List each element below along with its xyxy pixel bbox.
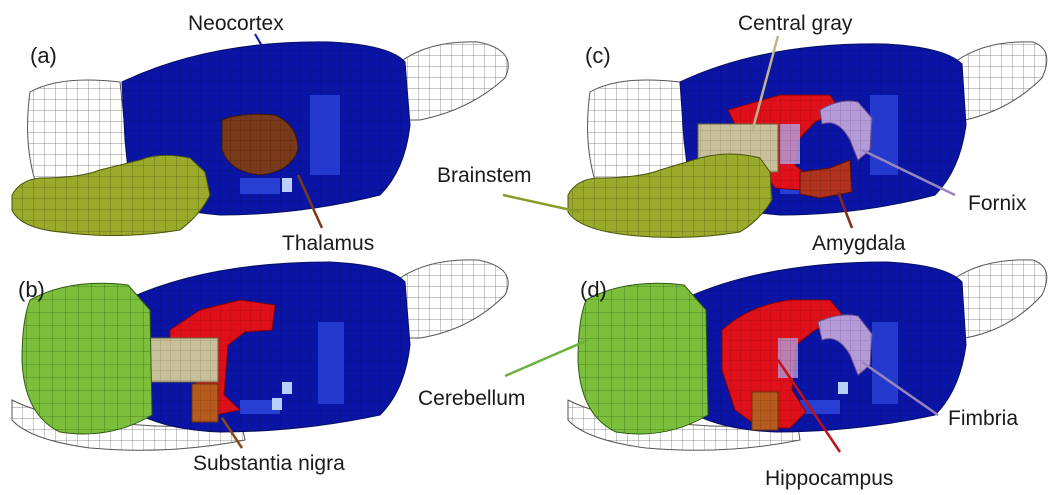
- brainstem-leader: [502, 193, 581, 214]
- substantia-nigra-region: [191, 383, 219, 423]
- thalamus-leader: [296, 174, 324, 229]
- substantia-nigra-leader: [220, 417, 244, 449]
- panel-b: (b): [11, 259, 509, 451]
- deep-block: [318, 322, 344, 404]
- brainstem-region: [11, 154, 211, 237]
- panel-label-d: (d): [580, 277, 607, 302]
- wireframe-rear: [954, 41, 1048, 121]
- panel-d: (d): [567, 259, 1048, 451]
- highlight-block: [272, 398, 282, 410]
- highlight-block: [282, 382, 292, 394]
- central-gray-region: [147, 337, 219, 383]
- cerebellum-leader: [504, 338, 589, 378]
- neocortex-label: Neocortex: [188, 12, 284, 35]
- panel-label-b: (b): [18, 277, 45, 302]
- fimbria-region: [778, 338, 798, 378]
- amygdala-label: Amygdala: [812, 232, 906, 255]
- cerebellum-region: [21, 282, 153, 435]
- hippocampus-label: Hippocampus: [765, 467, 893, 490]
- deep-block: [800, 400, 840, 414]
- highlight-block: [282, 178, 292, 192]
- fimbria-region: [817, 314, 873, 376]
- panel-label-c: (c): [585, 43, 611, 68]
- wireframe-rear: [954, 259, 1048, 339]
- fimbria-leader: [861, 360, 939, 417]
- cerebellum-label: Cerebellum: [418, 387, 525, 410]
- fornix-region: [780, 124, 800, 164]
- deep-block: [240, 400, 280, 414]
- substantia-nigra-label: Substantia nigra: [193, 452, 345, 475]
- panel-label-a: (a): [30, 43, 57, 68]
- central-gray-leader: [750, 35, 780, 133]
- neocortex-leader: [254, 33, 263, 47]
- central-gray-label: Central gray: [738, 12, 853, 35]
- deep-block: [870, 95, 898, 175]
- wireframe-rear: [399, 259, 509, 339]
- cerebellum-region: [577, 282, 709, 435]
- thalamus-region: [221, 113, 299, 176]
- wireframe-rear: [399, 41, 509, 121]
- thalamus-label: Thalamus: [282, 232, 374, 255]
- deep-block: [240, 178, 280, 194]
- brainstem-region: [567, 153, 773, 239]
- fornix-region: [819, 100, 873, 161]
- panel-a: (a): [11, 41, 509, 237]
- fornix-label: Fornix: [968, 192, 1027, 215]
- fornix-leader: [861, 148, 956, 197]
- amygdala-region: [799, 159, 853, 199]
- substantia-nigra-region: [751, 391, 779, 431]
- panel-c: (c): [567, 41, 1048, 239]
- highlight-block: [838, 382, 848, 394]
- fimbria-label: Fimbria: [948, 407, 1018, 430]
- deep-block: [310, 95, 340, 175]
- amygdala-leader: [836, 191, 854, 229]
- brainstem-label: Brainstem: [437, 164, 532, 187]
- deep-block: [872, 322, 898, 404]
- hippocampus-leader: [776, 359, 842, 453]
